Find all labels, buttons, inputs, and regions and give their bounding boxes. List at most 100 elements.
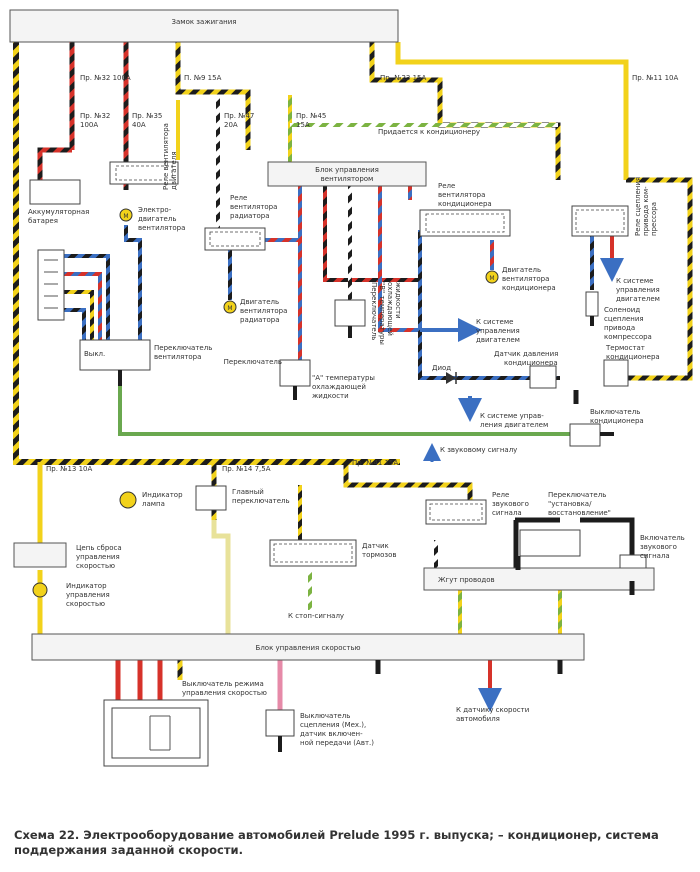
svg-text:Пр. №13 10А: Пр. №13 10А	[46, 465, 92, 473]
svg-text:К системе: К системе	[476, 318, 513, 326]
svg-text:вентилятора: вентилятора	[154, 353, 201, 361]
svg-text:Пр. №47: Пр. №47	[224, 112, 254, 120]
svg-text:вентилятора: вентилятора	[502, 275, 549, 283]
svg-text:кондиционера: кондиционера	[590, 417, 644, 425]
wire-fuse9	[175, 42, 251, 150]
svg-text:двигателем: двигателем	[616, 295, 660, 303]
svg-text:управления: управления	[476, 327, 520, 335]
engine-fan-relay: Реле вентилятора двигателя	[109, 123, 179, 190]
wire-horn-sw	[580, 517, 635, 555]
svg-text:прессора: прессора	[650, 202, 658, 236]
svg-text:сигнала: сигнала	[492, 509, 522, 517]
wire-resistor-2	[62, 272, 102, 340]
svg-text:M: M	[123, 213, 128, 220]
wire-resistor-3	[62, 290, 94, 340]
clutch-switch: Выключатель сцепления (Мех.), датчик вкл…	[265, 709, 374, 752]
svg-text:Датчик давления: Датчик давления	[494, 350, 558, 358]
diode: Диод	[432, 364, 457, 384]
wire-right-loop	[626, 177, 693, 381]
svg-text:Придается к кондиционеру: Придается к кондиционеру	[378, 128, 480, 136]
svg-text:охлаждающей: охлаждающей	[312, 383, 366, 391]
ignition-switch: Замок зажигания	[9, 9, 399, 43]
fuse-labels: Пр. №32 100А Пр. №32 100А Пр. №35 40А П.…	[80, 74, 678, 136]
wire-resistor-4	[62, 308, 86, 340]
svg-text:Пр. №45: Пр. №45	[296, 112, 326, 120]
compressor-clutch-relay: Реле сцепления привода ком- прессора	[571, 177, 658, 237]
svg-text:Пр. №35: Пр. №35	[132, 112, 162, 120]
svg-text:Диод: Диод	[432, 364, 451, 372]
svg-text:Пр. №32 100А: Пр. №32 100А	[80, 74, 131, 82]
svg-text:Выкл.: Выкл.	[84, 350, 105, 358]
svg-text:"установка/: "установка/	[548, 500, 592, 508]
svg-text:скоростью: скоростью	[76, 562, 115, 570]
svg-text:Реле: Реле	[492, 491, 509, 499]
svg-text:К системе: К системе	[616, 277, 653, 285]
svg-text:вентилятором: вентилятором	[321, 175, 374, 183]
svg-text:лампа: лампа	[142, 500, 165, 508]
svg-text:восстановление": восстановление"	[548, 509, 611, 517]
svg-text:радиатора: радиатора	[240, 316, 280, 324]
svg-text:M: M	[227, 305, 232, 312]
compressor-clutch-solenoid: Соленоид сцепления привода компрессора	[585, 291, 652, 341]
fan-control-unit: Блок управления вентилятором	[267, 161, 427, 187]
ac-pressure-switch: Датчик давления кондиционера	[494, 350, 558, 389]
svg-text:Электро-: Электро-	[138, 206, 172, 214]
radiator-fan-motor: M Двигатель вентилятора радиатора	[223, 298, 287, 324]
svg-text:двигателя: двигателя	[170, 151, 178, 190]
set-resume-switch: Переключатель "установка/ восстановление…	[519, 491, 611, 557]
fan-switch: Выкл. Переключатель вентилятора	[79, 339, 212, 386]
svg-text:вентилятора: вентилятора	[230, 203, 277, 211]
svg-text:сцепления: сцепления	[604, 315, 644, 323]
to-ecu-label-1: К системе управления двигателем	[476, 318, 520, 344]
svg-text:К стоп-сигналу: К стоп-сигналу	[288, 612, 344, 620]
ac-switch: Выключатель кондиционера	[569, 408, 644, 447]
svg-text:ной передачи (Авт.): ной передачи (Авт.)	[300, 739, 374, 747]
svg-text:двигатель: двигатель	[138, 215, 176, 223]
svg-text:К системе управ-: К системе управ-	[480, 412, 544, 420]
svg-text:Двигатель: Двигатель	[502, 266, 541, 274]
svg-text:управления: управления	[66, 591, 110, 599]
figure-caption: Схема 22. Электрооборудование автомобиле…	[14, 828, 659, 857]
svg-text:вентилятора: вентилятора	[438, 191, 485, 199]
svg-text:Датчик: Датчик	[362, 542, 389, 550]
wires	[13, 42, 693, 712]
svg-text:100А: 100А	[80, 121, 98, 129]
svg-text:Главный: Главный	[232, 488, 264, 496]
coolant-switch-a: Переключатель "А" температуры охлаждающе…	[224, 358, 375, 400]
wire-ac-relay-in	[418, 230, 560, 380]
battery: Аккумуляторная батарея	[28, 179, 89, 225]
fan-resistor-block	[37, 249, 65, 321]
ac-fan-relay: Реле вентилятора кондиционера	[419, 182, 511, 237]
svg-text:Замок зажигания: Замок зажигания	[172, 18, 237, 26]
svg-text:40А: 40А	[132, 121, 146, 129]
svg-text:Блок управления скоростью: Блок управления скоростью	[256, 644, 361, 652]
svg-text:Жгут проводов: Жгут проводов	[438, 576, 495, 584]
wire-fcu-4	[378, 186, 420, 332]
svg-text:тормозов: тормозов	[362, 551, 397, 559]
cruise-indicator: Индикатор управления скоростью	[32, 582, 110, 608]
svg-text:сигнала: сигнала	[640, 552, 670, 560]
ac-fan-motor: M Двигатель вентилятора кондиционера	[485, 266, 556, 292]
ac-thermostat: Термостат кондиционера	[603, 344, 660, 387]
wiring-diagram: Замок зажигания Пр. №32 100А Пр. №32 100…	[9, 9, 693, 767]
svg-text:жидкости: жидкости	[394, 282, 402, 319]
svg-text:Пр. №41 15А: Пр. №41 15А	[352, 459, 398, 467]
wire-fuse32	[37, 42, 75, 180]
svg-text:скоростью: скоростью	[66, 600, 105, 608]
wire-left-trunk	[13, 42, 400, 465]
svg-text:Пр. №23 15А: Пр. №23 15А	[380, 74, 426, 82]
svg-text:Пр. №32: Пр. №32	[80, 112, 110, 120]
svg-text:жидкости: жидкости	[312, 392, 349, 400]
svg-text:Переключатель: Переключатель	[154, 344, 212, 352]
svg-text:кондиционера: кондиционера	[502, 284, 556, 292]
lower-fuse-labels: Пр. №13 10А Пр. №14 7,5А Пр. №41 15А	[46, 459, 398, 473]
svg-text:управления: управления	[616, 286, 660, 294]
wire-green-long	[118, 380, 570, 436]
horn-relay: Реле звукового сигнала	[425, 491, 529, 525]
svg-text:Переключатель: Переключатель	[370, 282, 378, 340]
svg-text:П. №9 15А: П. №9 15А	[184, 74, 222, 82]
wire-harness: Жгут проводов	[423, 567, 655, 591]
to-horn-label: К звуковому сигналу	[423, 443, 517, 462]
cruise-mode-switch: Выключатель режима управления скоростью	[103, 680, 267, 767]
svg-text:К датчику скорости: К датчику скорости	[456, 706, 529, 714]
